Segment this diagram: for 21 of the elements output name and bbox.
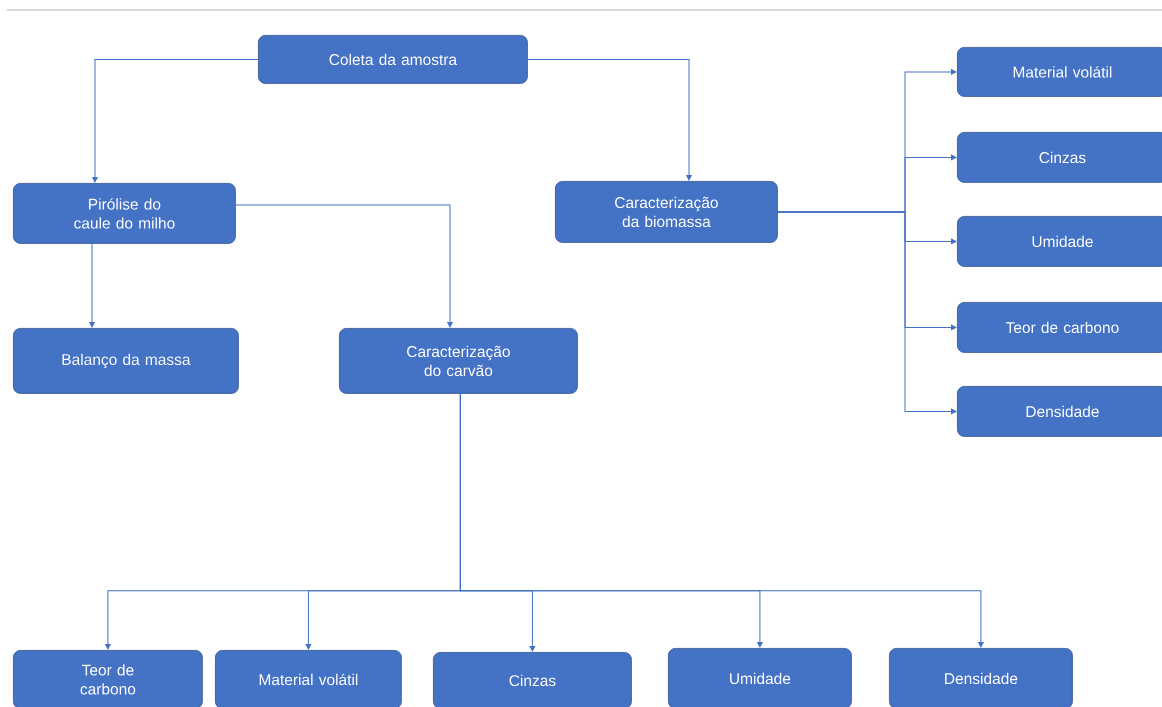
process-box: Umidade [957, 216, 1162, 267]
arrow [92, 58, 259, 183]
process-box: Material volátil [215, 650, 402, 707]
process-box: Material volátil [957, 47, 1162, 97]
arrow [89, 243, 95, 328]
process-box: Cinzas [957, 132, 1162, 183]
arrow [527, 58, 692, 181]
process-box: Umidade [668, 648, 852, 707]
process-box: Densidade [957, 386, 1162, 437]
process-box: Teor de carbono [957, 302, 1162, 353]
process-box: Caracterização da biomassa [555, 181, 778, 243]
process-box: Caracterização do carvão [339, 328, 578, 394]
process-box: Coleta da amostra [258, 35, 528, 84]
arrow [235, 204, 453, 328]
arrow [777, 211, 957, 415]
process-box: Balanço da massa [13, 328, 239, 394]
process-box: Cinzas [433, 652, 632, 707]
process-box: Pirólise do caule do milho [13, 183, 236, 244]
arrow [459, 393, 984, 648]
process-box: Teor de carbono [13, 650, 203, 707]
process-box: Densidade [889, 648, 1073, 707]
